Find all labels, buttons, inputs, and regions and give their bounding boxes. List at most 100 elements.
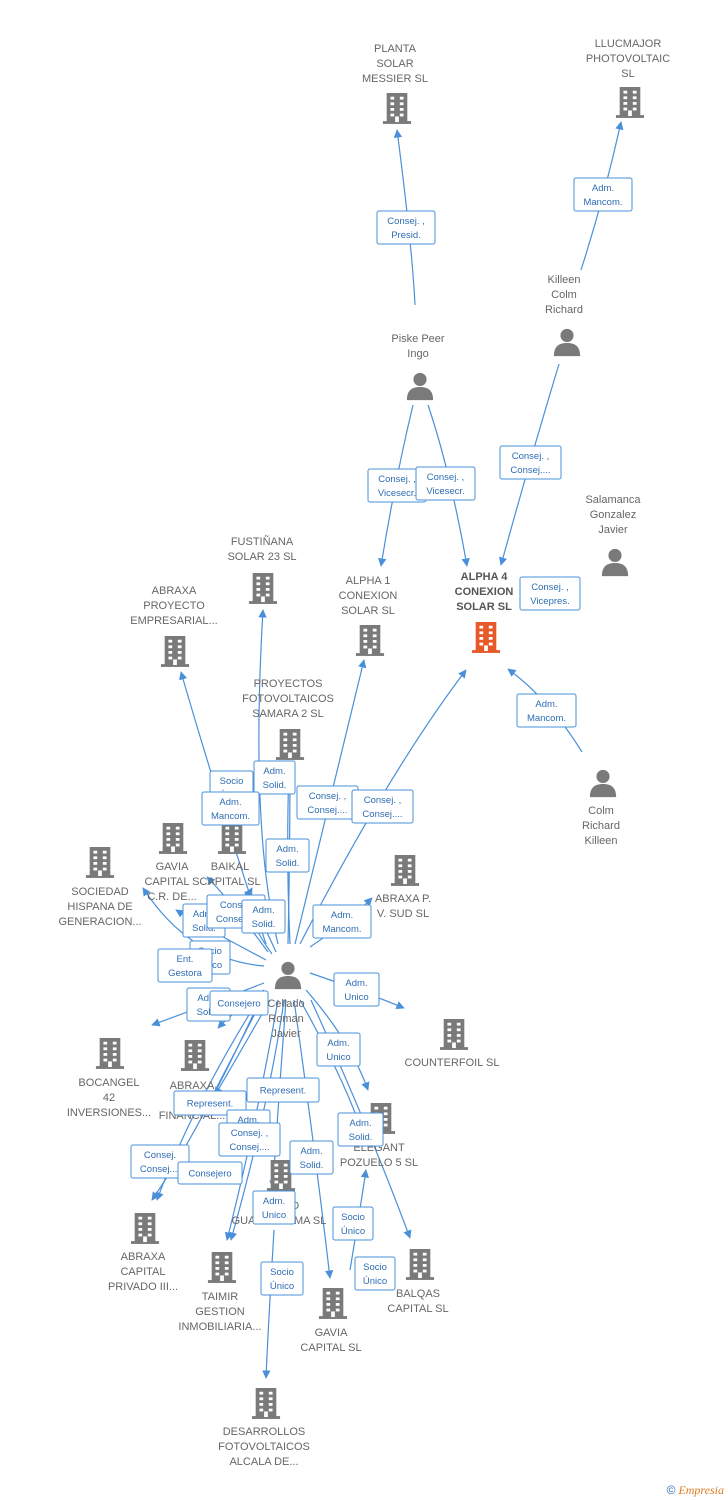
node-label-line: Gonzalez [590,509,636,521]
edge-label-e31[interactable]: Adm.Solid. [289,1140,334,1175]
edge-label-text: Solid. [197,1007,221,1018]
brand-logo[interactable]: Empresia [678,1483,724,1497]
edge-label-e28[interactable]: Consej. ,Consej.... [218,1122,281,1157]
edge-label-text: Represent. [187,1099,233,1110]
edge-label-e4[interactable]: Consej. ,Vicesecr. [367,468,427,503]
node-label-line: ABRAXA [170,1080,215,1092]
edge-label-e30[interactable]: Consejero [177,1161,243,1185]
node-label-line: SOLAR 23 SL [227,551,296,563]
building-icon [248,573,278,604]
edge-label-text: Mancom. [322,924,361,935]
node-label-line: ALPHA 1 [346,575,391,587]
edge-label-text: Ent. [177,954,194,965]
node-label-line: INMOBILIARIA... [178,1321,261,1333]
edge-label-e2[interactable]: Adm.Mancom. [573,177,633,212]
node-label-line: Colm [588,805,614,817]
edge-label-e20[interactable]: Adm. Unico [333,972,380,1007]
edge-label-text: Unico [344,992,368,1003]
node-label-line: CAPITAL S [144,876,199,888]
edge-label-text: Gestora [168,968,203,979]
edge-labels-layer: Consej. ,Presid.Adm.Mancom.Consej. ,Cons… [130,177,633,1296]
edge-label-text: Consej.... [140,1164,180,1175]
building-icon [355,625,385,656]
edge-label-e7[interactable]: Adm.Mancom. [516,693,577,728]
edge-label-text: Adm. [263,1196,285,1207]
node-baikal[interactable]: BAIKAL CAPITAL SL [199,823,261,888]
node-label-line: V. SUD SL [377,908,429,920]
edge-label-e24[interactable]: Represent. [246,1077,320,1103]
edge-label-e16[interactable]: Adm.Solid. [241,899,286,934]
edge-label-e27[interactable]: Adm.Solid. [337,1112,384,1147]
edge-label-e10[interactable]: Adm.Mancom. [201,791,260,826]
edge-label-e6[interactable]: Consej. ,Vicepres. [519,576,581,611]
edge-label-text: Mancom. [211,811,250,822]
edge-label-e12[interactable]: Consej. ,Consej.... [351,789,414,824]
edge-label-text: Consejero [217,999,260,1010]
edge-label-e1[interactable]: Consej. ,Presid. [376,210,436,245]
edge-label-e25[interactable]: Represent. [173,1090,247,1116]
node-label-line: SOLAR SL [341,605,395,617]
edge-label-e23[interactable]: Adm.Unico [316,1032,361,1067]
node-label-line: Javier [271,1028,301,1040]
edge-label-e32[interactable]: Adm.Unico [252,1190,296,1225]
node-label-line: BAIKAL [211,861,250,873]
edge-label-e22[interactable]: Consejero [209,990,269,1016]
node-taimir[interactable]: TAIMIRGESTIONINMOBILIARIA... [178,1252,262,1333]
building-icon [85,847,115,878]
edge-label-text: Consej.... [229,1142,269,1153]
edge-label-text: Adm. [345,978,367,989]
node-alpha1[interactable]: ALPHA 1 CONEXION SOLAR SL [339,575,398,656]
edge-label-e29[interactable]: Consej.Consej.... [130,1144,190,1179]
edge-label-text: Adm. [535,699,557,710]
node-bocangel[interactable]: BOCANGEL42INVERSIONES... [67,1038,151,1119]
node-label-line: Salamanca [585,494,641,506]
edge-label-e19[interactable]: Ent. Gestora [157,948,213,983]
edge-label-e9[interactable]: Adm.Solid. [253,760,296,795]
building-icon [160,636,190,667]
node-label-line: DESARROLLOS [223,1426,306,1438]
node-label-line: FUSTIÑANA [231,535,294,548]
edge-label-text: Adm. [237,1115,259,1126]
node-abraxa_proy[interactable]: ABRAXAPROYECTOEMPRESARIAL... [130,585,218,667]
building-icon [158,823,188,854]
node-label-line: SL [621,68,634,80]
edge-label-e5[interactable]: Consej. ,Vicesecr. [415,466,476,501]
edge-label-e3[interactable]: Consej. ,Consej.... [499,445,562,480]
edge-label-e13[interactable]: Adm.Solid. [265,838,310,873]
node-label-line: CONEXION [339,590,398,602]
edge-label-text: Socio [363,1262,387,1273]
edge-label-e17[interactable]: Adm.Mancom. [312,904,372,939]
edge-line-e12 [299,669,467,945]
node-label-line: Colm [551,289,577,301]
node-label-line: PROYECTOS [254,678,323,690]
node-label-line: CAPITAL SL [199,876,260,888]
edge-label-text: Solid. [192,923,216,934]
edge-line-e34 [262,1229,275,1379]
node-abraxa_pv[interactable]: ABRAXA P. V. SUD SL [375,855,431,920]
edge-label-text: Consej.... [216,914,256,925]
edge-label-e11[interactable]: Consej. ,Consej.... [296,785,359,820]
edge-label-text: Adm. [592,183,614,194]
node-fustinana[interactable]: FUSTIÑANA SOLAR 23 SL [227,535,297,604]
building-icon [275,729,305,760]
node-counterfoil[interactable]: COUNTERFOIL SL [405,1019,500,1069]
node-label-line: ABRAXA P. [375,893,431,905]
